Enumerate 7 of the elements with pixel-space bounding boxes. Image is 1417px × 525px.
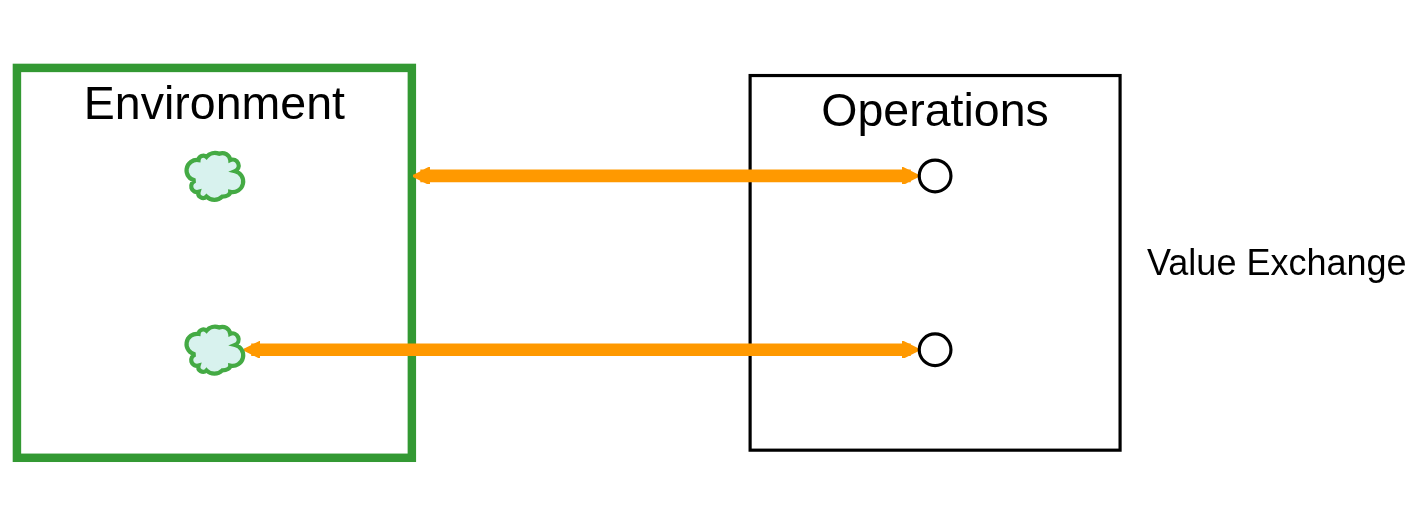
- cluster: Environment: [12, 63, 417, 462]
- node-circle: [917, 158, 953, 194]
- diagram-label: Value Exchange: [1147, 241, 1407, 284]
- node-circle: [917, 331, 953, 367]
- node-cloud: [184, 150, 246, 202]
- node-cloud: [184, 324, 246, 376]
- cluster: Operations: [748, 73, 1122, 452]
